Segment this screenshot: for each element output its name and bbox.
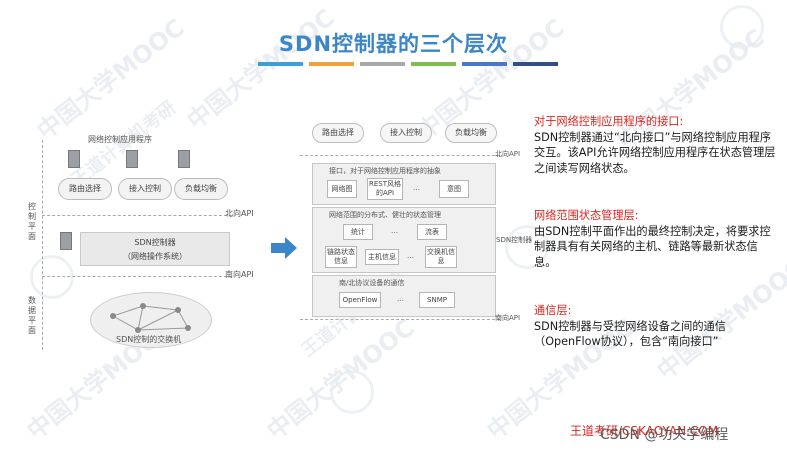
apps-header: 网络控制应用程序	[88, 135, 152, 144]
controller-subtitle: （网络操作系统）	[123, 252, 187, 261]
color-segment	[258, 62, 303, 66]
note-interface: 对于网络控制应用程序的接口: SDN控制器通过“北向接口”与网络控制应用程序交互…	[534, 114, 780, 176]
note-heading: 通信层:	[534, 304, 572, 317]
server-icon	[126, 150, 138, 168]
color-segment	[360, 62, 405, 66]
note-communication: 通信层: SDN控制器与受控网络设备之间的通信（OpenFlow协议），包含“南…	[534, 303, 780, 350]
cell-link-state: 链路状态信息	[325, 246, 357, 268]
app-access-control: 接入控制	[118, 178, 172, 200]
note-heading: 网络范围状态管理层:	[534, 209, 639, 222]
northbound-line	[300, 155, 500, 156]
app-access-control: 接入控制	[380, 123, 432, 143]
northbound-line	[42, 215, 232, 216]
note-state-management: 网络范围状态管理层: 由SDN控制平面作出的最终控制决定，将要求控制器具有有关网…	[534, 208, 780, 270]
cell-ellipsis: …	[397, 295, 404, 303]
app-load-balancing: 负载均衡	[174, 178, 228, 200]
arrow-right-icon	[271, 237, 297, 259]
cell-ellipsis: …	[407, 252, 414, 260]
cell-openflow: OpenFlow	[339, 292, 381, 308]
footer-csdn: CSDN @功夫学编程	[600, 427, 729, 443]
server-icon	[178, 150, 190, 168]
server-icon	[68, 150, 80, 168]
cell-ellipsis: …	[391, 227, 398, 235]
interface-caption: 接口，对于网络控制应用程序的抽象	[329, 167, 441, 175]
comm-caption: 南/北协议设备的通信	[339, 279, 405, 287]
controller-label: SDN控制器	[496, 236, 533, 244]
color-segment	[411, 62, 456, 66]
cell-flow-table: 流表	[417, 224, 447, 240]
network-graph-icon	[110, 303, 191, 333]
right-diagram: 路由选择 接入控制 负载均衡 北向API 接口，对于网络控制应用程序的抽象 网络…	[290, 115, 533, 325]
note-body: SDN控制器与受控网络设备之间的通信（OpenFlow协议），包含“南向接口”	[534, 319, 726, 349]
controller-title: SDN控制器	[134, 238, 176, 247]
note-body: 由SDN控制平面作出的最终控制决定，将要求控制器具有有关网络的主机、链路等最新状…	[534, 224, 771, 269]
southbound-label: 南向API	[225, 270, 254, 279]
watermark-logo-icon	[505, 225, 549, 269]
southbound-label: 南向API	[495, 314, 521, 322]
color-segment	[309, 62, 354, 66]
title-color-bar	[258, 62, 558, 66]
cell-statistics: 统计	[343, 224, 373, 240]
cell-network-graph: 网络图	[327, 180, 357, 198]
note-body: SDN控制器通过“北向接口”与网络控制应用程序交互。该API允许网络控制应用程序…	[534, 130, 776, 175]
state-management-layer: 网络范围的分布式、健壮的状态管理 统计 … 流表 链路状态信息 主机信息 … 交…	[312, 207, 496, 273]
watermark-logo-icon	[330, 370, 374, 414]
switches-caption: SDN控制的交换机	[116, 335, 182, 344]
server-icon	[60, 232, 72, 250]
northbound-label: 北向API	[225, 209, 254, 218]
cell-rest-api: REST风格的API	[367, 178, 403, 200]
watermark-logo-icon	[720, 5, 764, 49]
sdn-controller-box: SDN控制器 （网络操作系统）	[80, 232, 230, 266]
color-segment	[462, 62, 507, 66]
watermark-logo-icon	[30, 255, 74, 299]
southbound-line	[42, 276, 232, 277]
layer-control-label: 控制平面	[28, 202, 36, 241]
axis-line	[42, 140, 43, 350]
note-heading: 对于网络控制应用程序的接口:	[534, 115, 684, 128]
communication-layer: 南/北协议设备的通信 OpenFlow … SNMP	[312, 275, 496, 317]
cell-intent: 意图	[439, 180, 469, 198]
switch-network	[90, 292, 212, 348]
color-segment	[513, 62, 558, 66]
cell-ellipsis: …	[413, 184, 420, 192]
app-routing: 路由选择	[312, 123, 364, 143]
layer-data-label: 数据平面	[28, 296, 36, 335]
left-diagram: 网络控制应用程序 路由选择 接入控制 负载均衡 控制平面 数据平面 北向API …	[28, 120, 263, 360]
cell-host-info: 主机信息	[365, 249, 399, 265]
cell-snmp: SNMP	[419, 292, 455, 308]
state-caption: 网络范围的分布式、健壮的状态管理	[329, 211, 441, 219]
cell-switch-info: 交换机信息	[425, 246, 457, 268]
interface-layer: 接口，对于网络控制应用程序的抽象 网络图 REST风格的API … 意图	[312, 163, 496, 205]
northbound-label: 北向API	[495, 150, 521, 158]
app-load-balancing: 负载均衡	[445, 123, 497, 143]
footer-site: 王道考研/CSKAOYAN.COM	[570, 424, 719, 438]
southbound-line	[300, 319, 500, 320]
page-title: SDN控制器的三个层次	[278, 32, 509, 56]
app-routing: 路由选择	[58, 178, 112, 200]
